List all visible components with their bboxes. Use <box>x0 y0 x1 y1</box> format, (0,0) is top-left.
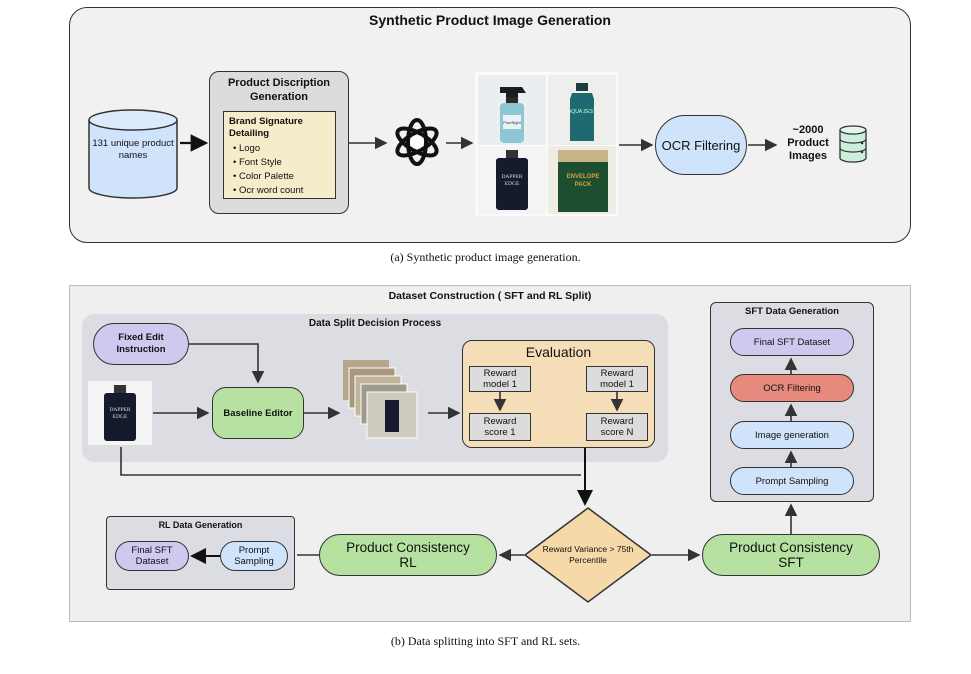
svg-text:EDGE: EDGE <box>113 414 128 420</box>
dapper-label-line1: DAPPER <box>501 174 522 180</box>
panel-a-title: Synthetic Product Image Generation <box>369 12 611 28</box>
brand-signature-box: Brand Signature Detailing • Logo • Font … <box>223 111 336 199</box>
spray-label: PureSight <box>503 120 521 125</box>
line-image-bypass <box>120 447 581 476</box>
fixed-edit-instruction-node: Fixed Edit Instruction <box>93 323 189 365</box>
bullet-color-palette: • Color Palette <box>233 171 294 182</box>
openai-logo-icon <box>395 118 439 166</box>
database-stack-icon <box>839 125 867 163</box>
caption-a: (a) Synthetic product image generation. <box>390 250 581 264</box>
aqua-zest-label: AQUA ZEST <box>568 109 596 115</box>
envelope-label-line1: ENVELOPE <box>567 174 600 180</box>
data-split-title: Data Split Decision Process <box>308 318 442 329</box>
baseline-editor-node: Baseline Editor <box>212 387 304 439</box>
caption-b: (b) Data splitting into SFT and RL sets. <box>390 634 581 648</box>
envelope-label-line2: PACK <box>575 182 592 188</box>
arrow-instruction-to-editor <box>189 343 265 384</box>
evaluation-title: Evaluation <box>525 344 592 360</box>
aqua-zest-bottle-image: AQUA ZEST <box>548 75 616 145</box>
dapper-edge-bottle-image: DAPPER EDGE <box>478 146 546 214</box>
bullet-font-style: • Font Style <box>233 157 282 168</box>
sft-image-generation-node: Image generation <box>730 421 854 449</box>
spray-bottle-image: PureSight <box>478 75 546 145</box>
output-count: ~2000 Product Images <box>787 124 829 162</box>
bullet-logo: • Logo <box>233 143 261 154</box>
source-label: 131 unique product names <box>92 138 174 161</box>
sft-data-generation-title: SFT Data Generation <box>745 306 839 317</box>
product-description-title: Product Discription Generation <box>227 77 331 103</box>
ocr-filtering-node: OCR Filtering <box>655 115 747 175</box>
dapper-edge-input-image: DAPPER EDGE <box>88 381 152 445</box>
decision-diamond <box>524 507 652 603</box>
final-sft-dataset-node: Final SFT Dataset <box>730 328 854 356</box>
sft-ocr-filtering-node: OCR Filtering <box>730 374 854 402</box>
edited-images-stack <box>343 360 418 439</box>
dapper-label-line2: EDGE <box>505 181 520 187</box>
bullet-ocr-word-count: • Ocr word count <box>233 185 304 196</box>
sft-prompt-sampling-node: Prompt Sampling <box>730 467 854 495</box>
envelope-pack-image: ENVELOPE PACK <box>548 146 616 214</box>
rl-data-generation-title: RL Data Generation <box>158 520 243 530</box>
svg-text:DAPPER: DAPPER <box>109 407 130 413</box>
cylinder-database-icon <box>88 109 178 199</box>
decision-label: Reward Variance > 75th Percentile <box>542 544 634 565</box>
panel-b-title: Dataset Construction ( SFT and RL Split) <box>388 290 592 302</box>
